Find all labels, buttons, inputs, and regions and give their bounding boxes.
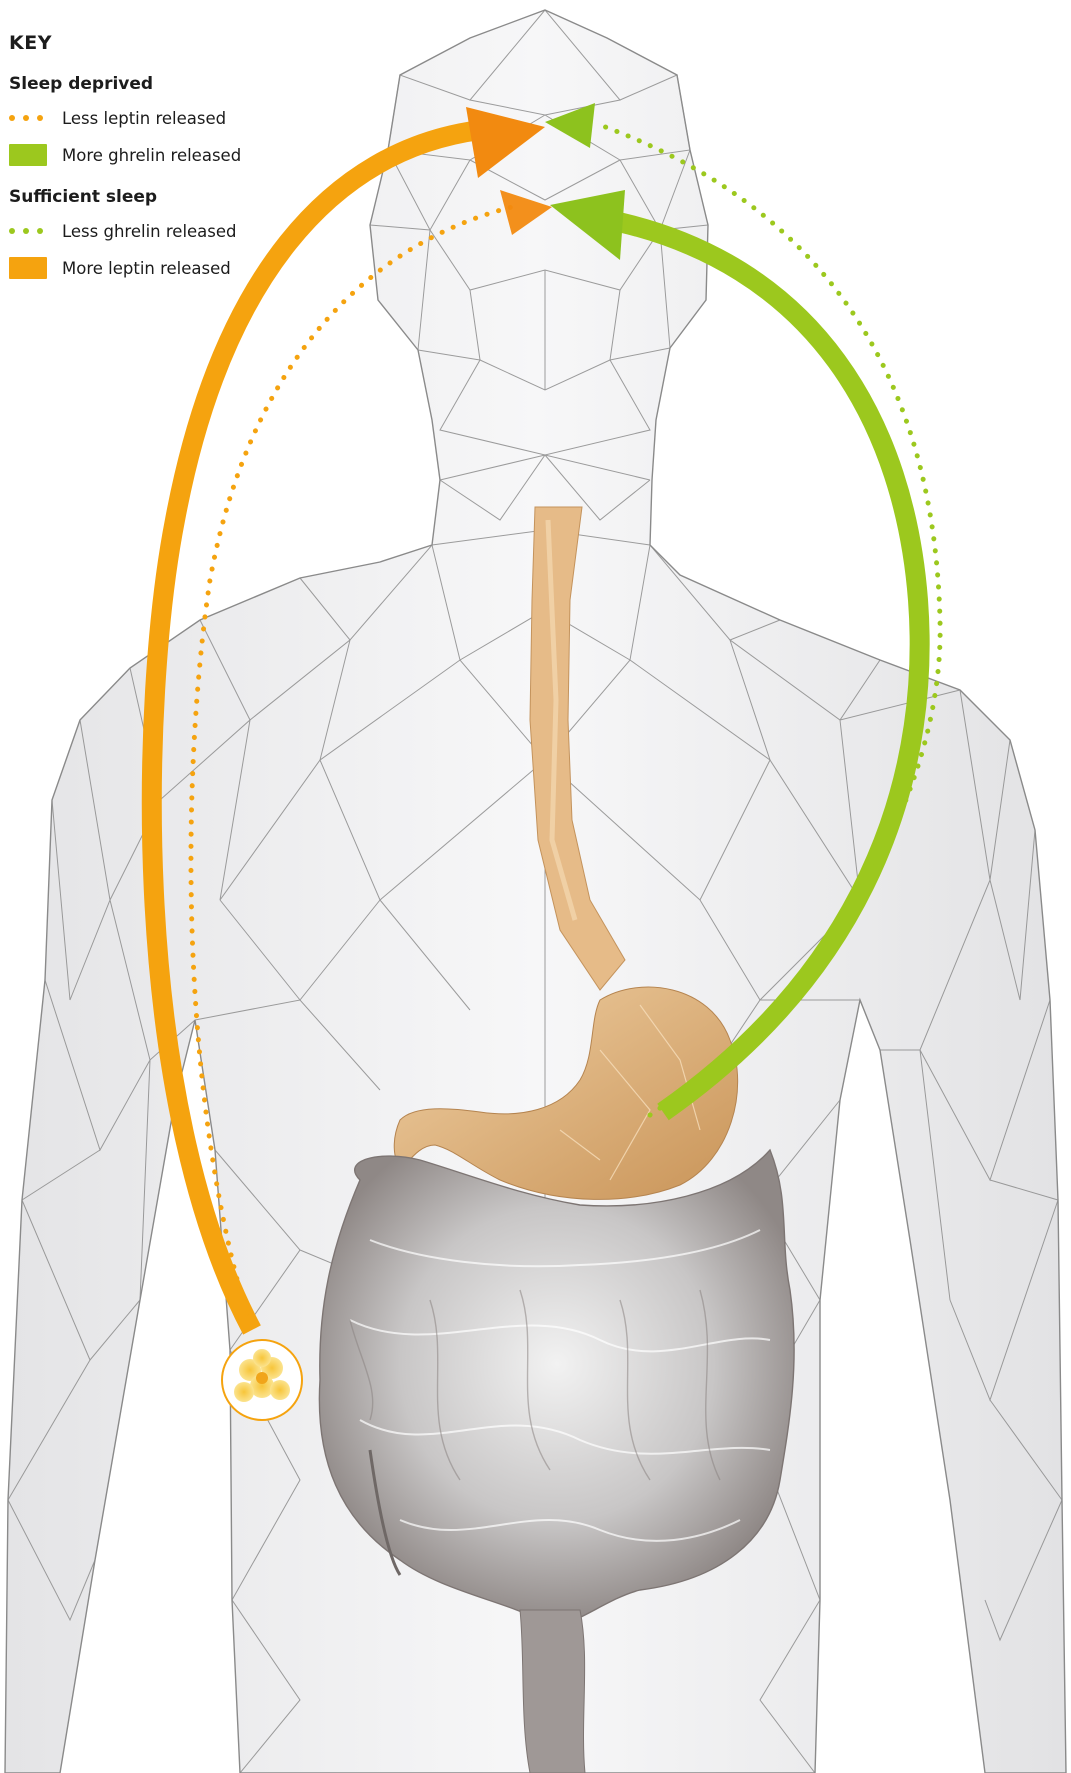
dotted-green-swatch-icon [9, 220, 43, 242]
key-item-label: More ghrelin released [62, 146, 241, 165]
dotted-orange-swatch-icon [9, 107, 43, 129]
key-item-less-leptin: Less leptin released [9, 104, 309, 132]
key-item-label: Less leptin released [62, 109, 226, 128]
key-item-label: More leptin released [62, 259, 231, 278]
key-group-sufficient-sleep: Sufficient sleep Less ghrelin released M… [9, 187, 309, 282]
key-item-more-leptin: More leptin released [9, 254, 309, 282]
solid-orange-swatch-icon [9, 257, 47, 279]
key-group-title: Sufficient sleep [9, 187, 309, 207]
key-title: KEY [9, 32, 309, 54]
key-group-title: Sleep deprived [9, 74, 309, 94]
key-item-more-ghrelin: More ghrelin released [9, 141, 309, 169]
key-group-sleep-deprived: Sleep deprived Less leptin released More… [9, 74, 309, 169]
fat-cell-icon [222, 1340, 302, 1420]
key-item-less-ghrelin: Less ghrelin released [9, 217, 309, 245]
key-legend: KEY Sleep deprived Less leptin released … [9, 32, 309, 291]
key-item-label: Less ghrelin released [62, 222, 237, 241]
solid-green-swatch-icon [9, 144, 47, 166]
